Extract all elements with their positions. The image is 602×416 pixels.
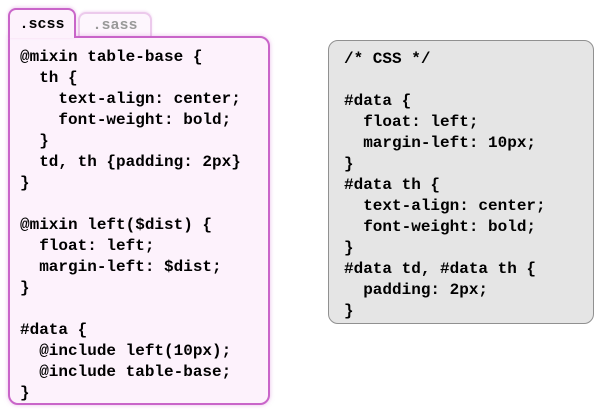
tab-scss[interactable]: .scss [8,8,76,38]
tab-sass[interactable]: .sass [78,12,152,36]
scss-code-block: @mixin table-base { th { text-align: cen… [20,48,241,402]
css-output-panel: /* CSS */ #data { float: left; margin-le… [328,40,594,324]
tab-sass-label: .sass [92,16,138,34]
css-code-block: /* CSS */ #data { float: left; margin-le… [344,50,546,320]
scss-code-panel: @mixin table-base { th { text-align: cen… [8,36,270,405]
tab-scss-label: .scss [19,15,65,33]
